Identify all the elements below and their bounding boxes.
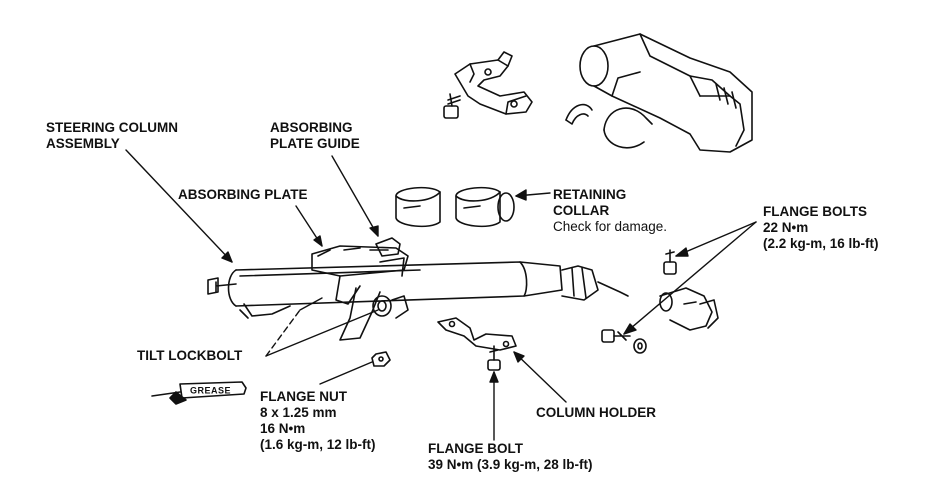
column-shaft (215, 261, 629, 307)
grease-label: GREASE (190, 386, 231, 396)
label-line: FLANGE NUT (260, 389, 347, 404)
label-line: COLUMN HOLDER (536, 405, 656, 420)
column-holder-bolt (487, 345, 501, 371)
leader-lines (125, 149, 757, 441)
label-flange-bolt: FLANGE BOLT 39 N•m (3.9 kg-m, 28 lb-ft) (428, 441, 593, 473)
retaining-collar-right (455, 186, 515, 228)
cover-clip-large (603, 107, 653, 149)
label-line: TILT LOCKBOLT (137, 348, 243, 363)
upper-bracket (454, 51, 533, 115)
label-steering-column-assembly: STEERING COLUMN ASSEMBLY (46, 120, 178, 152)
column-holder-part (437, 317, 517, 351)
label-column-holder: COLUMN HOLDER (536, 405, 656, 421)
flange-bolt-lower (601, 329, 631, 343)
cover-clip-small (565, 103, 593, 125)
label-note: Check for damage. (553, 219, 668, 234)
flange-washer (633, 338, 647, 354)
label-line: ASSEMBLY (46, 136, 120, 151)
label-line: ABSORBING (270, 120, 353, 135)
label-spec: (2.2 kg-m, 16 lb-ft) (763, 236, 879, 251)
flange-bolt-upper (663, 249, 677, 275)
universal-joint (659, 287, 719, 331)
label-flange-nut: FLANGE NUT 8 x 1.25 mm 16 N•m (1.6 kg-m,… (260, 389, 376, 453)
retaining-collar-left (395, 186, 441, 228)
label-line: COLLAR (553, 203, 610, 218)
label-line: FLANGE BOLTS (763, 204, 867, 219)
column-cover (579, 33, 753, 153)
label-spec: 39 N•m (3.9 kg-m, 28 lb-ft) (428, 457, 593, 472)
label-line: PLATE GUIDE (270, 136, 360, 151)
absorbing-plate-guide-part (375, 237, 401, 257)
grease-tube: GREASE (151, 381, 247, 405)
label-line: 22 N•m (763, 220, 809, 235)
flange-nut-part (371, 351, 391, 367)
label-line: 8 x 1.25 mm (260, 405, 337, 420)
label-spec: (1.6 kg-m, 12 lb-ft) (260, 437, 376, 452)
label-flange-bolts: FLANGE BOLTS 22 N•m (2.2 kg-m, 16 lb-ft) (763, 204, 879, 252)
label-absorbing-plate-guide: ABSORBING PLATE GUIDE (270, 120, 360, 152)
label-retaining-collar: RETAINING COLLAR Check for damage. (553, 187, 667, 235)
shaft-spline (207, 277, 219, 295)
label-line: ABSORBING PLATE (178, 187, 308, 202)
bracket-bolt (443, 93, 461, 119)
label-line: FLANGE BOLT (428, 441, 523, 456)
label-line: RETAINING (553, 187, 627, 202)
label-line: STEERING COLUMN (46, 120, 179, 135)
label-absorbing-plate: ABSORBING PLATE (178, 187, 308, 203)
column-bracket-assembly (239, 245, 409, 341)
label-line: 16 N•m (260, 421, 306, 436)
label-tilt-lockbolt: TILT LOCKBOLT (137, 348, 242, 364)
